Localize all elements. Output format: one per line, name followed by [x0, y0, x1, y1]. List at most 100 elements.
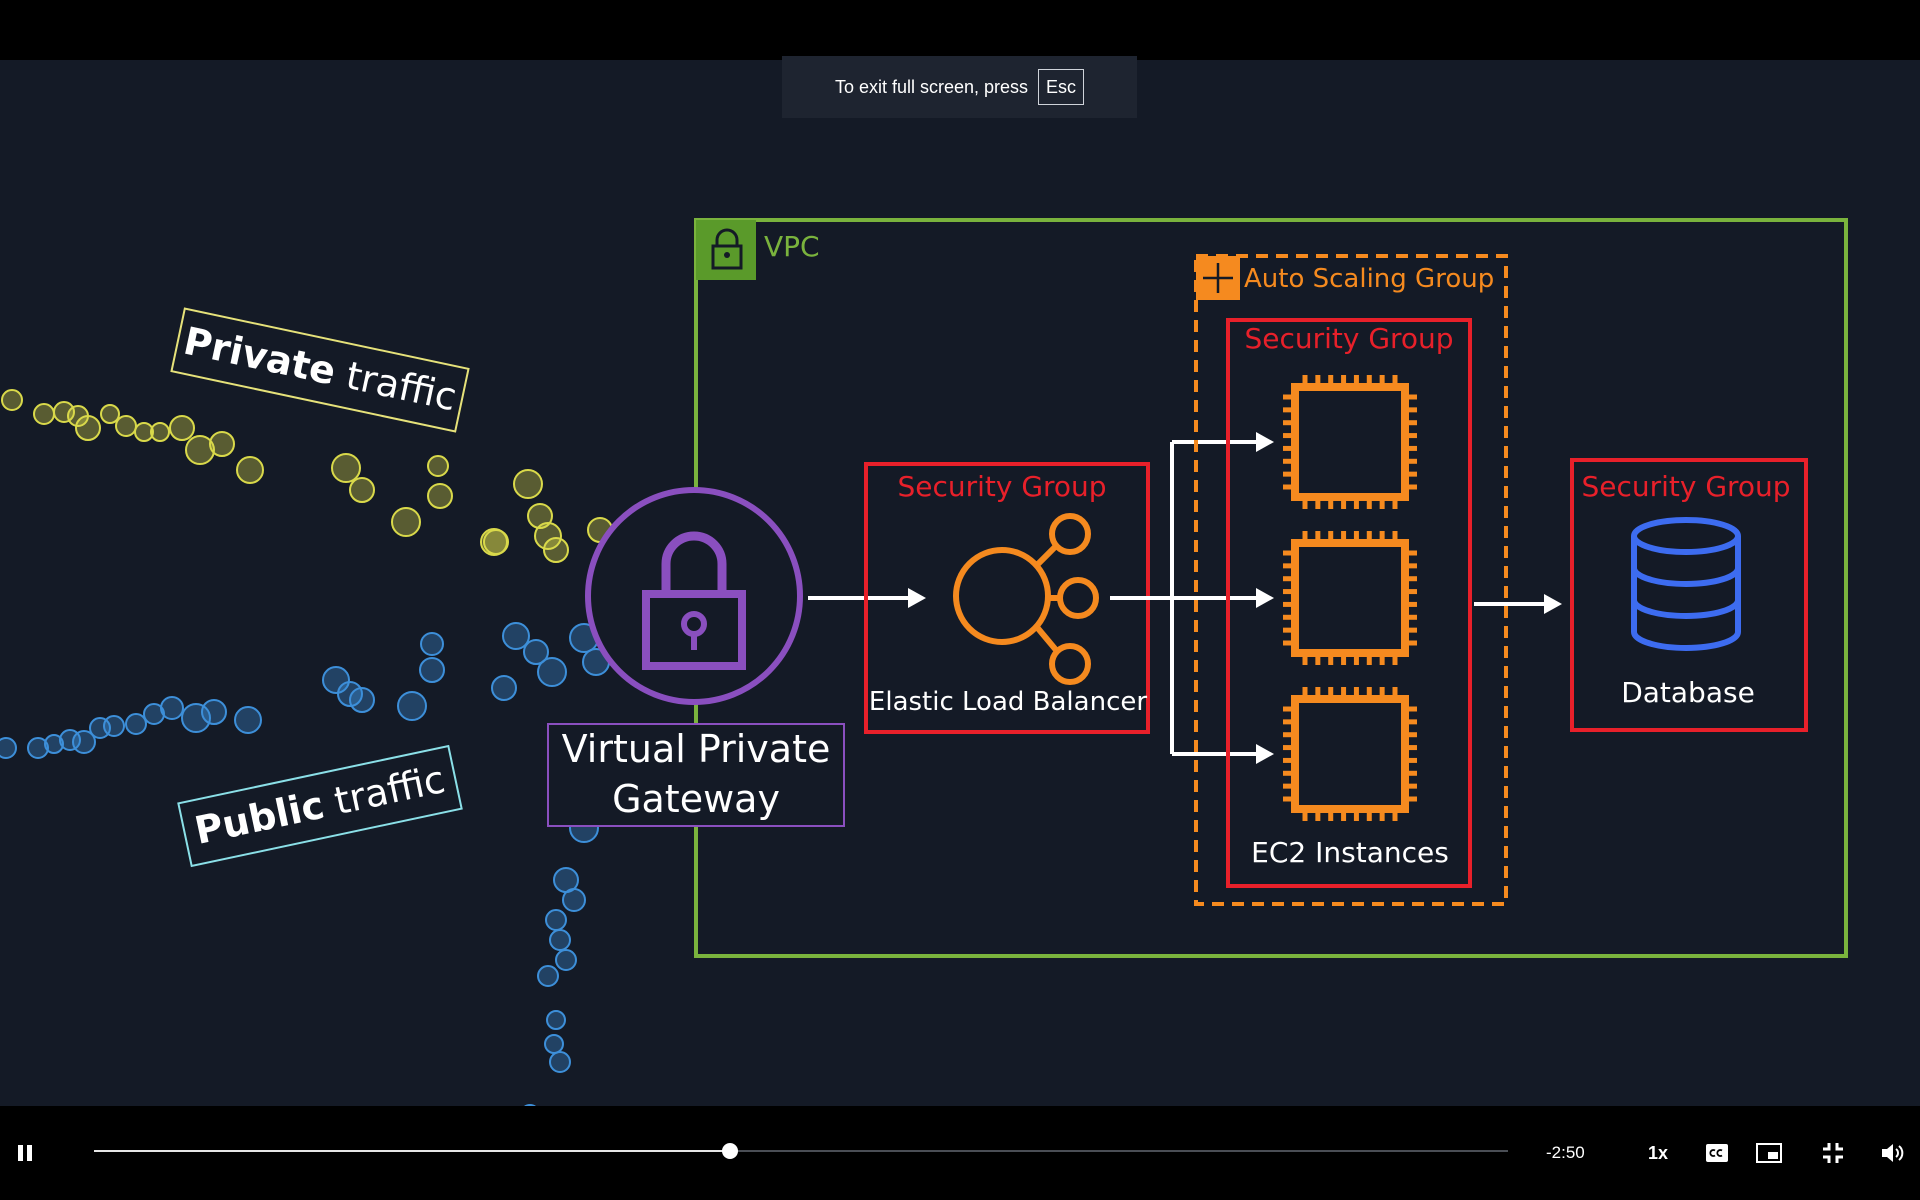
elb-security-group-label: Security Group [897, 470, 1106, 503]
traffic-particle [537, 657, 567, 687]
svg-text:Private traffic: Private traffic [180, 319, 461, 420]
toast-message: To exit full screen, press [834, 76, 1029, 97]
vpg-label-line1: Virtual Private [562, 727, 831, 771]
traffic-particle [331, 453, 361, 483]
traffic-particle [537, 965, 559, 987]
public-traffic-particles [0, 622, 610, 1106]
elb-label: Elastic Load Balancer [869, 687, 1147, 717]
traffic-particle [544, 1034, 564, 1054]
vpg-label-box [547, 723, 845, 827]
ec2-chip-icon [1283, 687, 1417, 821]
volume-icon [1882, 1144, 1904, 1162]
auto-scaling-glyph [1203, 263, 1233, 293]
load-balancer-icon [953, 513, 1099, 685]
exit-fullscreen-toast: To exit full screen, press Esc [782, 56, 1137, 118]
traffic-particle [562, 888, 586, 912]
traffic-particle [160, 696, 184, 720]
auto-scaling-group-label: Auto Scaling Group [1244, 264, 1494, 294]
ec2-chip-icon [1283, 375, 1417, 509]
traffic-particle [491, 675, 517, 701]
exit-fullscreen-icon [1823, 1143, 1843, 1163]
traffic-particle [143, 703, 165, 725]
traffic-particle [549, 929, 571, 951]
traffic-particle [236, 456, 264, 484]
ec2-security-group [1226, 318, 1472, 888]
vpg-label-line2: Gateway [612, 777, 780, 821]
traffic-particle [234, 706, 262, 734]
arrowhead-ec2-db [1544, 594, 1562, 614]
video-controls-bar: -2:50 1x [0, 1106, 1920, 1200]
closed-captions-button[interactable] [1700, 1136, 1734, 1170]
progress-scrubber[interactable] [94, 1143, 1508, 1159]
traffic-particle [125, 713, 147, 735]
arrows-elb-ec2 [1110, 440, 1258, 756]
traffic-particle [419, 657, 445, 683]
volume-button[interactable] [1876, 1136, 1910, 1170]
progress-fill [94, 1150, 731, 1152]
traffic-particle [103, 715, 125, 737]
traffic-particle [555, 949, 577, 971]
video-player-frame[interactable]: Private traffic Public traffic VPC [0, 60, 1920, 1106]
traffic-particle [349, 477, 375, 503]
pause-icon [18, 1145, 23, 1161]
traffic-particle [420, 632, 444, 656]
traffic-particle [546, 1010, 566, 1030]
db-security-group [1570, 458, 1808, 732]
traffic-particle [150, 422, 170, 442]
vpg-lock-icon [642, 531, 746, 670]
traffic-particle [513, 469, 543, 499]
exit-fullscreen-button[interactable] [1816, 1136, 1850, 1170]
architecture-diagram: Private traffic Public traffic VPC [0, 218, 1848, 1106]
pause-icon-bar [27, 1145, 32, 1161]
ec2-instance-chips [1283, 375, 1417, 821]
traffic-particle [169, 415, 195, 441]
auto-scaling-group [1194, 254, 1508, 906]
private-traffic-particles [1, 389, 613, 563]
traffic-particle [27, 737, 49, 759]
database-label: Database [1621, 676, 1755, 709]
traffic-particle [543, 537, 569, 563]
traffic-particle [502, 622, 530, 650]
traffic-particle [427, 455, 449, 477]
ec2-label: EC2 Instances [1251, 836, 1449, 869]
traffic-particle [337, 681, 363, 707]
traffic-particle [549, 1051, 571, 1073]
vpc-lock-glyph [711, 228, 743, 270]
arrowhead-ec2-bottom [1256, 744, 1274, 764]
traffic-particle [0, 737, 17, 759]
traffic-particle [115, 415, 137, 437]
esc-key-badge: Esc [1038, 69, 1085, 105]
arrowhead-ec2-top [1256, 432, 1274, 452]
public-traffic-label: Public traffic [177, 744, 463, 868]
time-remaining: -2:50 [1546, 1143, 1585, 1162]
arrowhead-vpg-elb [908, 588, 926, 608]
traffic-particle [397, 691, 427, 721]
pip-icon [1756, 1143, 1782, 1163]
traffic-particle [523, 639, 549, 665]
playback-speed-button[interactable]: 1x [1647, 1142, 1669, 1163]
db-security-group-label: Security Group [1581, 470, 1790, 503]
private-traffic-label: Private traffic [170, 307, 470, 433]
picture-in-picture-button[interactable] [1752, 1136, 1786, 1170]
traffic-particle [1, 389, 23, 411]
traffic-particle [322, 666, 350, 694]
traffic-particle [209, 431, 235, 457]
traffic-particle [72, 730, 96, 754]
pause-button[interactable] [8, 1136, 42, 1170]
traffic-particle [44, 734, 64, 754]
cc-icon [1706, 1144, 1728, 1162]
arrowhead-ec2-mid [1256, 588, 1274, 608]
traffic-particle [134, 422, 154, 442]
progress-thumb[interactable] [722, 1143, 739, 1159]
traffic-particle [75, 415, 101, 441]
traffic-particle [427, 483, 453, 509]
ec2-security-group-label: Security Group [1244, 322, 1453, 355]
traffic-particle [33, 403, 55, 425]
traffic-particle [185, 435, 215, 465]
traffic-particle [201, 699, 227, 725]
traffic-particle [545, 909, 567, 931]
traffic-particle [391, 507, 421, 537]
traffic-particle [349, 687, 375, 713]
traffic-particle [527, 503, 553, 529]
database-icon [1631, 517, 1741, 651]
